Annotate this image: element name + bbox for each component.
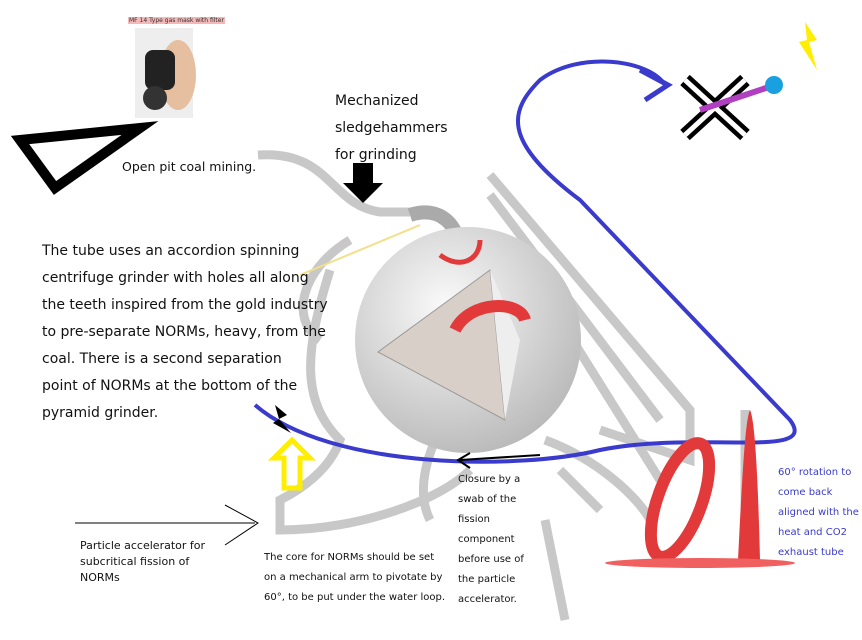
label-closure: Closure by a swab of the fission compone…: [458, 474, 524, 605]
red-ring: [644, 437, 716, 563]
rotation-arrow-small: [438, 239, 483, 265]
rotation-arrow-large: [449, 300, 531, 334]
pointer-line: [299, 224, 421, 276]
closure-arrow: [456, 452, 541, 469]
triangle-shape: [10, 121, 159, 195]
gas-mask-photo: [135, 28, 196, 118]
blue-arrowhead: [638, 67, 673, 103]
spark-icon: [765, 76, 783, 94]
label-core: The core for NORMs should be set on a me…: [264, 552, 446, 603]
label-hammers: Mechanized sledgehammers for grinding: [335, 93, 448, 163]
hammer-arrow: [343, 163, 383, 203]
red-base: [605, 558, 795, 568]
label-rotation: 60° rotation to come back aligned with t…: [778, 467, 859, 558]
label-tube: The tube uses an accordion spinning cent…: [42, 243, 328, 421]
label-accelerator: Particle accelerator for subcritical fis…: [80, 539, 206, 584]
blue-loop: [253, 59, 797, 464]
photo-caption: MF 14 Type gas mask with filter: [128, 17, 225, 24]
label-mining: Open pit coal mining.: [122, 159, 257, 174]
red-cone: [738, 410, 760, 560]
lightning-icon: [273, 405, 291, 433]
beam-line: [699, 82, 776, 113]
yellow-up-arrow: [267, 436, 317, 491]
lightning-icon-yellow: [799, 22, 817, 70]
accelerator-arrow: [75, 504, 259, 546]
